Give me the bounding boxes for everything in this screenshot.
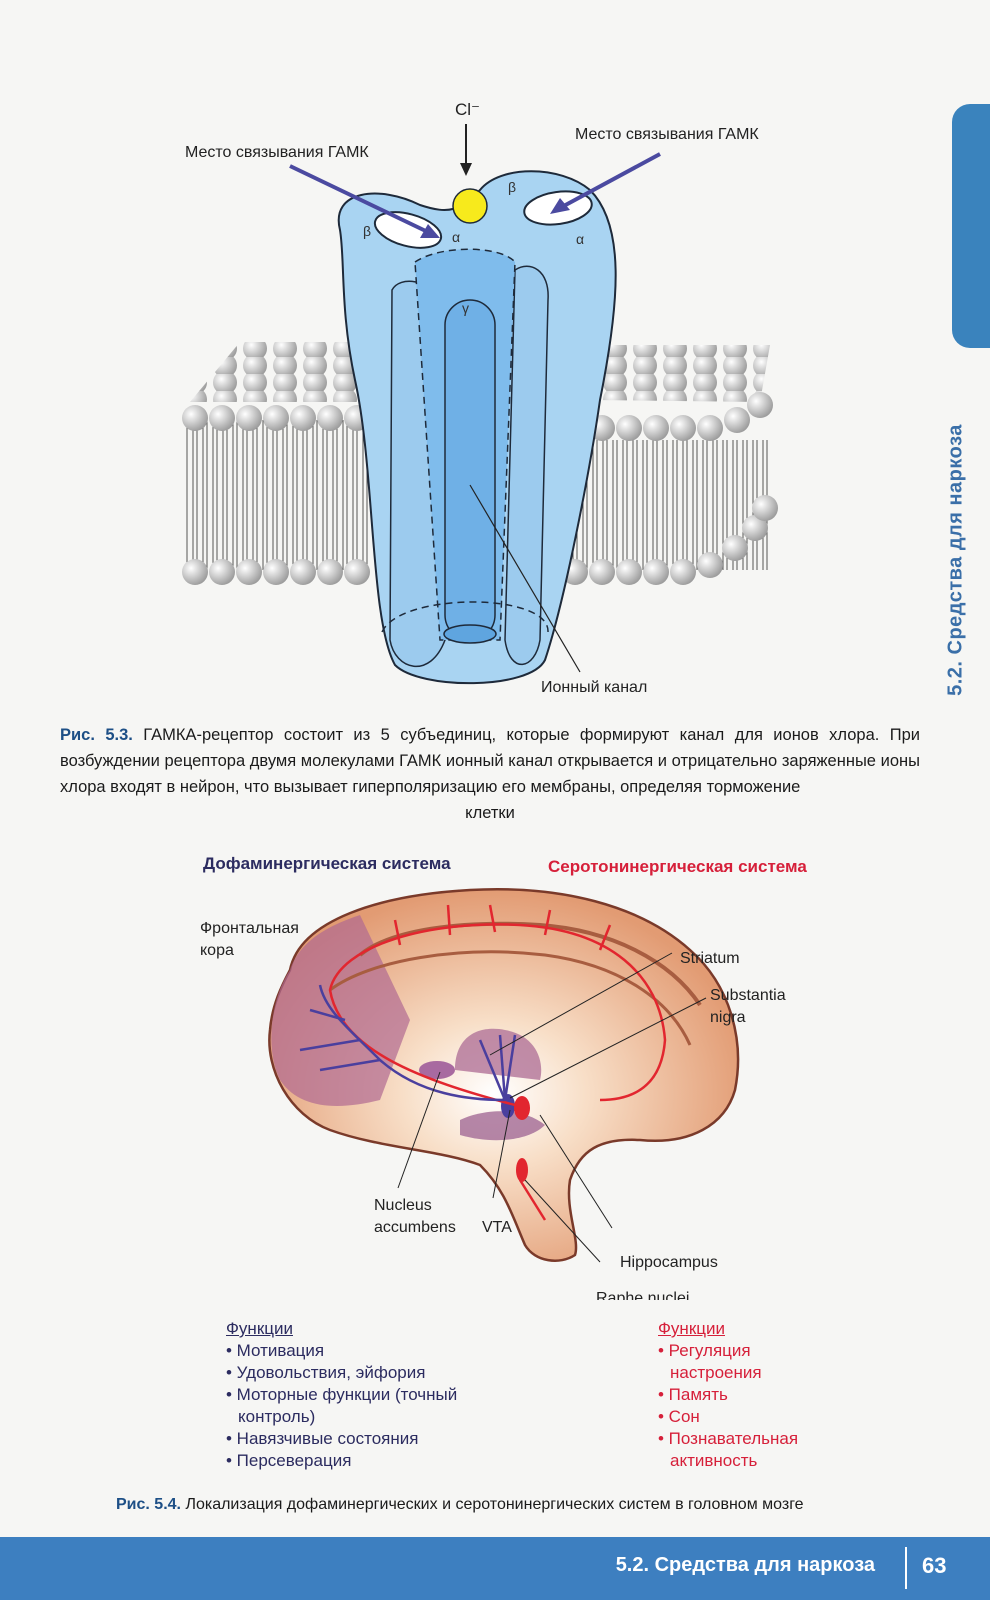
frontal-cortex-label-1: Фронтальная — [200, 920, 299, 937]
figure-5-3-gaba-receptor: β α β α γ Cl⁻ Место связывания ГАМК Мест… — [182, 100, 778, 696]
footer-section-title: 5.2. Средства для наркоза — [615, 1554, 875, 1576]
chloride-label: Cl⁻ — [455, 100, 480, 119]
serotonin-function-item: • Сон — [658, 1407, 700, 1426]
dopamine-system-title: Дофаминергическая система — [203, 854, 451, 873]
page-footer: 5.2. Средства для наркоза 63 — [0, 1537, 990, 1600]
subunit-alpha-right: α — [576, 231, 584, 247]
figure-5-4-number: Рис. 5.4. — [116, 1496, 181, 1513]
subunit-gamma: γ — [462, 300, 469, 316]
nucleus-accumbens-label-1: Nucleus — [374, 1197, 432, 1214]
binding-site-label-right: Место связывания ГАМК — [575, 126, 759, 143]
ion-channel-label: Ионный канал — [541, 679, 647, 696]
serotonin-functions-header: Функции — [658, 1319, 725, 1338]
dopamine-functions: Функции • Мотивация • Удовольствия, эйфо… — [226, 1318, 488, 1472]
serotonin-function-item: • Регуляция настроения — [658, 1341, 762, 1382]
figure-5-3-caption-last: клетки — [465, 804, 515, 822]
vta-label: VTA — [482, 1219, 512, 1236]
figure-5-4-caption: Рис. 5.4. Локализация дофаминергических … — [116, 1496, 916, 1514]
raphe-nuclei-label: Raphe nuclei — [596, 1290, 689, 1300]
subunit-alpha-center: α — [452, 229, 460, 245]
figure-5-4-brain-systems: Дофаминергическая система Серотонинергич… — [200, 854, 807, 1300]
lipid-bilayer — [182, 342, 778, 585]
subunit-beta-right: β — [508, 179, 516, 195]
receptor-body: β α β α γ — [337, 170, 617, 685]
dopamine-function-item: • Навязчивые состояния — [226, 1429, 419, 1448]
figure-5-3-number: Рис. 5.3. — [60, 726, 133, 744]
subunit-beta-left: β — [363, 223, 371, 239]
striatum-label: Striatum — [680, 950, 740, 967]
hippocampus-label: Hippocampus — [620, 1254, 718, 1271]
dopamine-function-item: • Моторные функции (точный контроль) — [226, 1385, 458, 1426]
figure-5-3-caption-text: ГАМКA-рецептор состоит из 5 субъединиц, … — [60, 726, 920, 796]
dopamine-function-item: • Мотивация — [226, 1341, 325, 1360]
nucleus-accumbens-label-2: accumbens — [374, 1219, 456, 1236]
dopamine-function-item: • Удовольствия, эйфория — [226, 1363, 426, 1382]
serotonin-function-item: • Память — [658, 1385, 728, 1404]
brain-illustration — [268, 888, 740, 1263]
frontal-cortex-label-2: кора — [200, 942, 234, 959]
footer-divider — [905, 1547, 907, 1589]
chloride-ion — [452, 188, 488, 224]
chapter-tab — [952, 104, 990, 348]
substantia-nigra-label-2: nigra — [710, 1009, 746, 1026]
substantia-nigra-label-1: Substantia — [710, 987, 786, 1004]
serotonin-functions: Функции • Регуляция настроения • Память … — [658, 1318, 818, 1472]
dopamine-functions-header: Функции — [226, 1319, 293, 1338]
page-number: 63 — [922, 1553, 947, 1578]
serotonin-system-title: Серотонинергическая система — [548, 857, 807, 876]
figure-5-4-caption-text: Локализация дофаминергических и серотони… — [185, 1496, 804, 1513]
figure-5-3-caption: Рис. 5.3. ГАМКA-рецептор состоит из 5 су… — [60, 722, 920, 826]
serotonin-function-item: • Познавательная активность — [658, 1429, 799, 1470]
binding-site-label-left: Место связывания ГАМК — [185, 144, 369, 161]
dopamine-function-item: • Персеверация — [226, 1451, 352, 1470]
